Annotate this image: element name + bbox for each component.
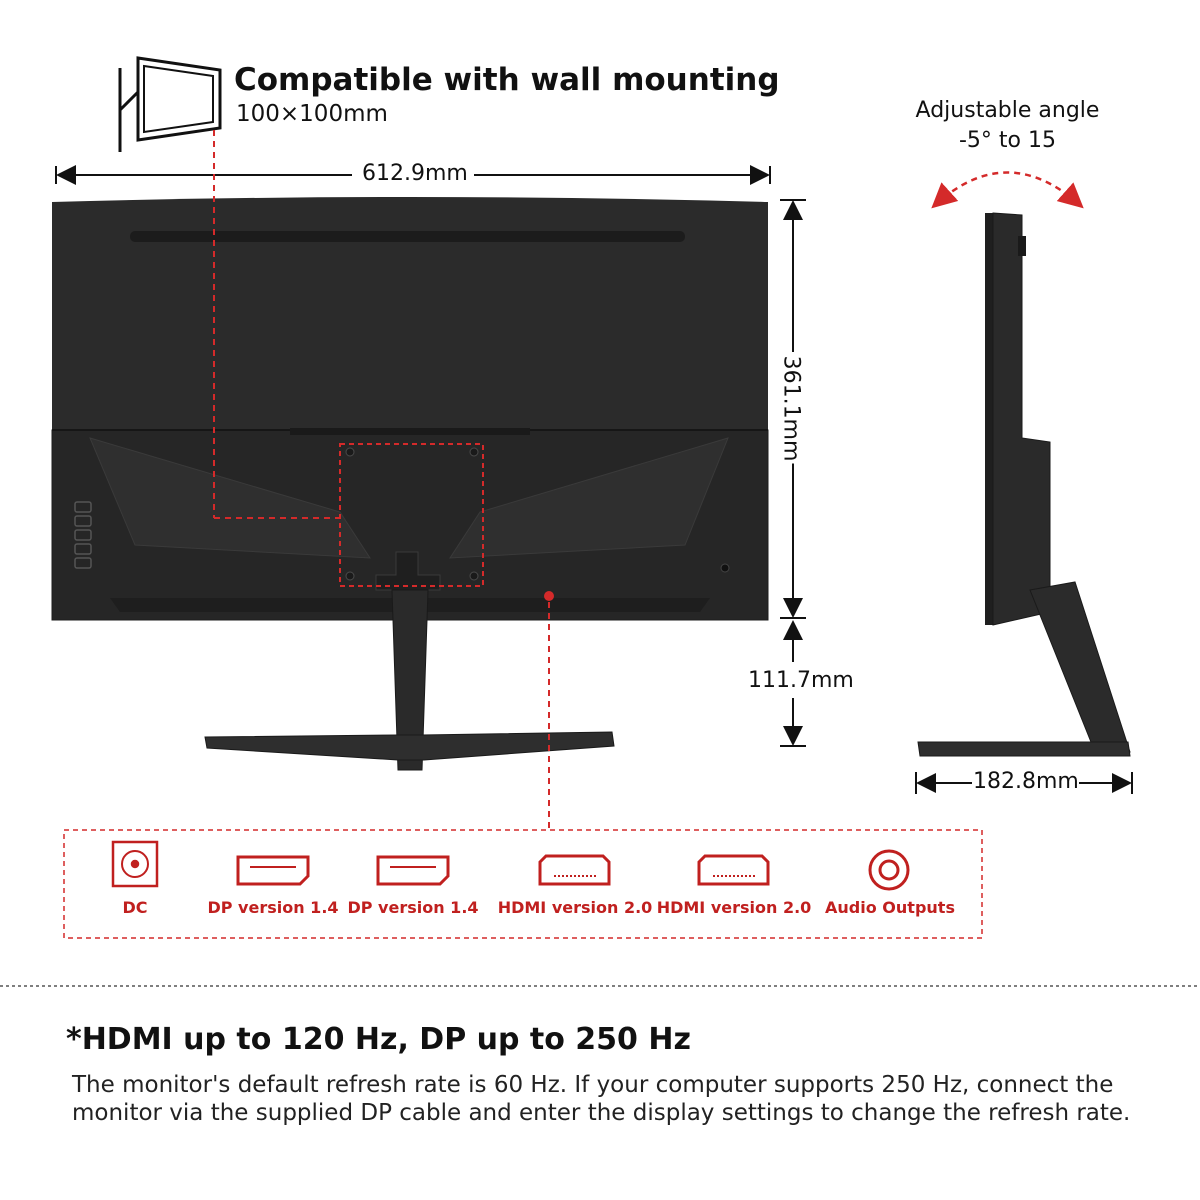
refresh-note-title: *HDMI up to 120 Hz, DP up to 250 Hz — [66, 1022, 691, 1057]
wall-mount-spec: 100×100mm — [236, 101, 388, 127]
wall-mount-title: Compatible with wall mounting — [234, 62, 780, 98]
monitor-back-view — [51, 197, 769, 771]
tilt-angle-title: Adjustable angle — [915, 98, 1100, 123]
port-label-dp-1: DP version 1.4 — [207, 898, 339, 917]
hdmi-icon — [538, 854, 611, 886]
hdmi-icon — [697, 854, 770, 886]
wall-mount-icon — [118, 56, 222, 152]
port-label-audio: Audio Outputs — [825, 898, 955, 917]
port-leader-line — [544, 591, 554, 828]
tilt-angle-range: -5° to 15 — [958, 128, 1056, 153]
height-dimension-line — [780, 199, 806, 619]
port-label-hdmi-2: HDMI version 2.0 — [656, 898, 812, 917]
refresh-note-body: The monitor's default refresh rate is 60… — [72, 1072, 1131, 1126]
depth-dimension-label: 182.8mm — [973, 769, 1079, 794]
width-dimension-line — [55, 165, 771, 185]
height-dimension-label: 361.1mm — [778, 353, 804, 464]
tilt-arc-icon — [931, 171, 1084, 209]
displayport-icon — [376, 855, 450, 886]
displayport-icon — [236, 855, 310, 886]
monitor-side-view — [917, 212, 1131, 757]
width-dimension-label: 612.9mm — [356, 161, 474, 186]
port-label-hdmi-1: HDMI version 2.0 — [497, 898, 653, 917]
port-label-dc: DC — [122, 898, 148, 917]
dc-power-icon — [111, 840, 159, 888]
stand-height-dimension-line — [780, 620, 806, 747]
tilt-angle-label: Adjustable angle -5° to 15 — [905, 96, 1110, 156]
vesa-mount-indicator — [213, 130, 484, 587]
stand-height-dimension-label: 111.7mm — [748, 668, 854, 693]
audio-jack-icon — [868, 849, 910, 891]
depth-dimension-line — [915, 772, 1133, 794]
port-label-dp-2: DP version 1.4 — [347, 898, 479, 917]
ports-panel — [63, 829, 983, 939]
